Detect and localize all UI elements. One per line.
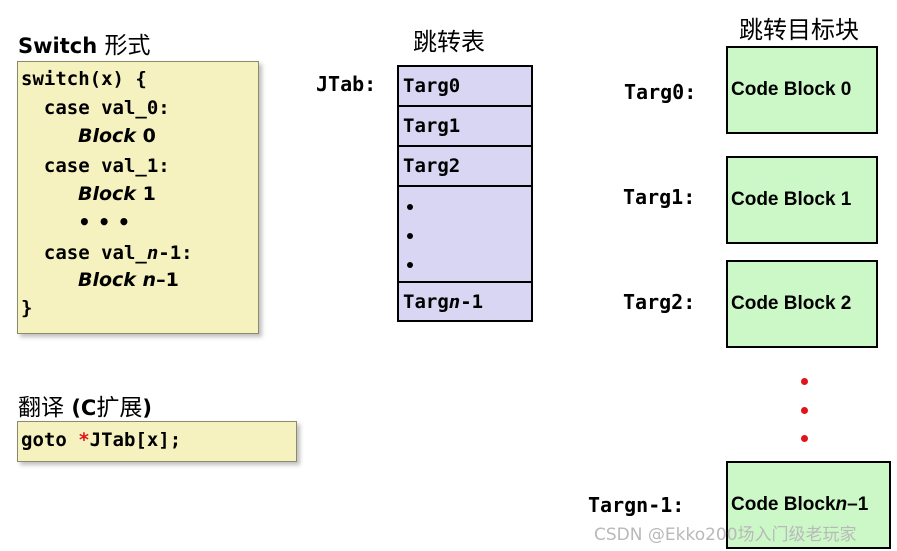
switch-heading-bold: Switch [18,34,98,58]
code-line-case1: case val_1: [21,155,170,177]
switch-form-heading: Switch 形式 [18,26,150,60]
translation-code-box: goto *JTab[x]; [17,421,297,462]
code-block-2: Code Block 2 [726,260,878,348]
code-line-casen: case val_n-1: [21,242,193,264]
jtab-cell-last: Targn-1 [399,283,531,320]
code-line-switch: switch(x) { [21,68,147,90]
red-ellipsis-dot [801,435,808,442]
jump-table: Targ0 Targ1 Targ2 Targn-1 [397,65,533,322]
targ0-label: Targ0: [624,80,697,104]
switch-code-box: switch(x) { case val_0: Block 0 case val… [17,61,259,334]
targ2-label: Targ2: [623,290,696,314]
jtab-cell-0: Targ0 [399,67,531,107]
targets-title: 跳转目标块 [739,16,859,44]
code-block-1: Code Block 1 [726,156,878,244]
jtab-cell-2: Targ2 [399,147,531,187]
targn-label: Targn-1: [588,493,685,517]
code-line-blockn: Block n–1 [78,269,179,291]
ellipsis-dot [407,233,413,239]
ellipsis-dot [407,262,413,268]
translation-code: goto *JTab[x]; [21,429,182,451]
watermark: CSDN @Ekko200场入门级老玩家 [594,525,857,545]
ellipsis-dot [407,204,413,210]
red-ellipsis-dot [801,378,808,385]
jump-table-title: 跳转表 [413,28,485,56]
jtab-cell-dots [399,187,531,283]
ellipsis-dots: • • • [78,210,131,234]
code-block-0: Code Block 0 [726,46,878,134]
jtab-label: JTab: [316,72,377,96]
red-ellipsis-dot [801,407,808,414]
code-line-block1: Block 1 [78,183,156,205]
code-line-case0: case val_0: [21,97,170,119]
code-block-n: Code Block n–1 [726,461,891,549]
targ1-label: Targ1: [623,185,696,209]
translation-heading: 翻译 (C扩展) [18,395,152,421]
code-line-close: } [21,297,33,319]
jtab-cell-1: Targ1 [399,107,531,147]
switch-heading-rest: 形式 [97,33,151,59]
code-line-block0: Block 0 [78,125,156,147]
